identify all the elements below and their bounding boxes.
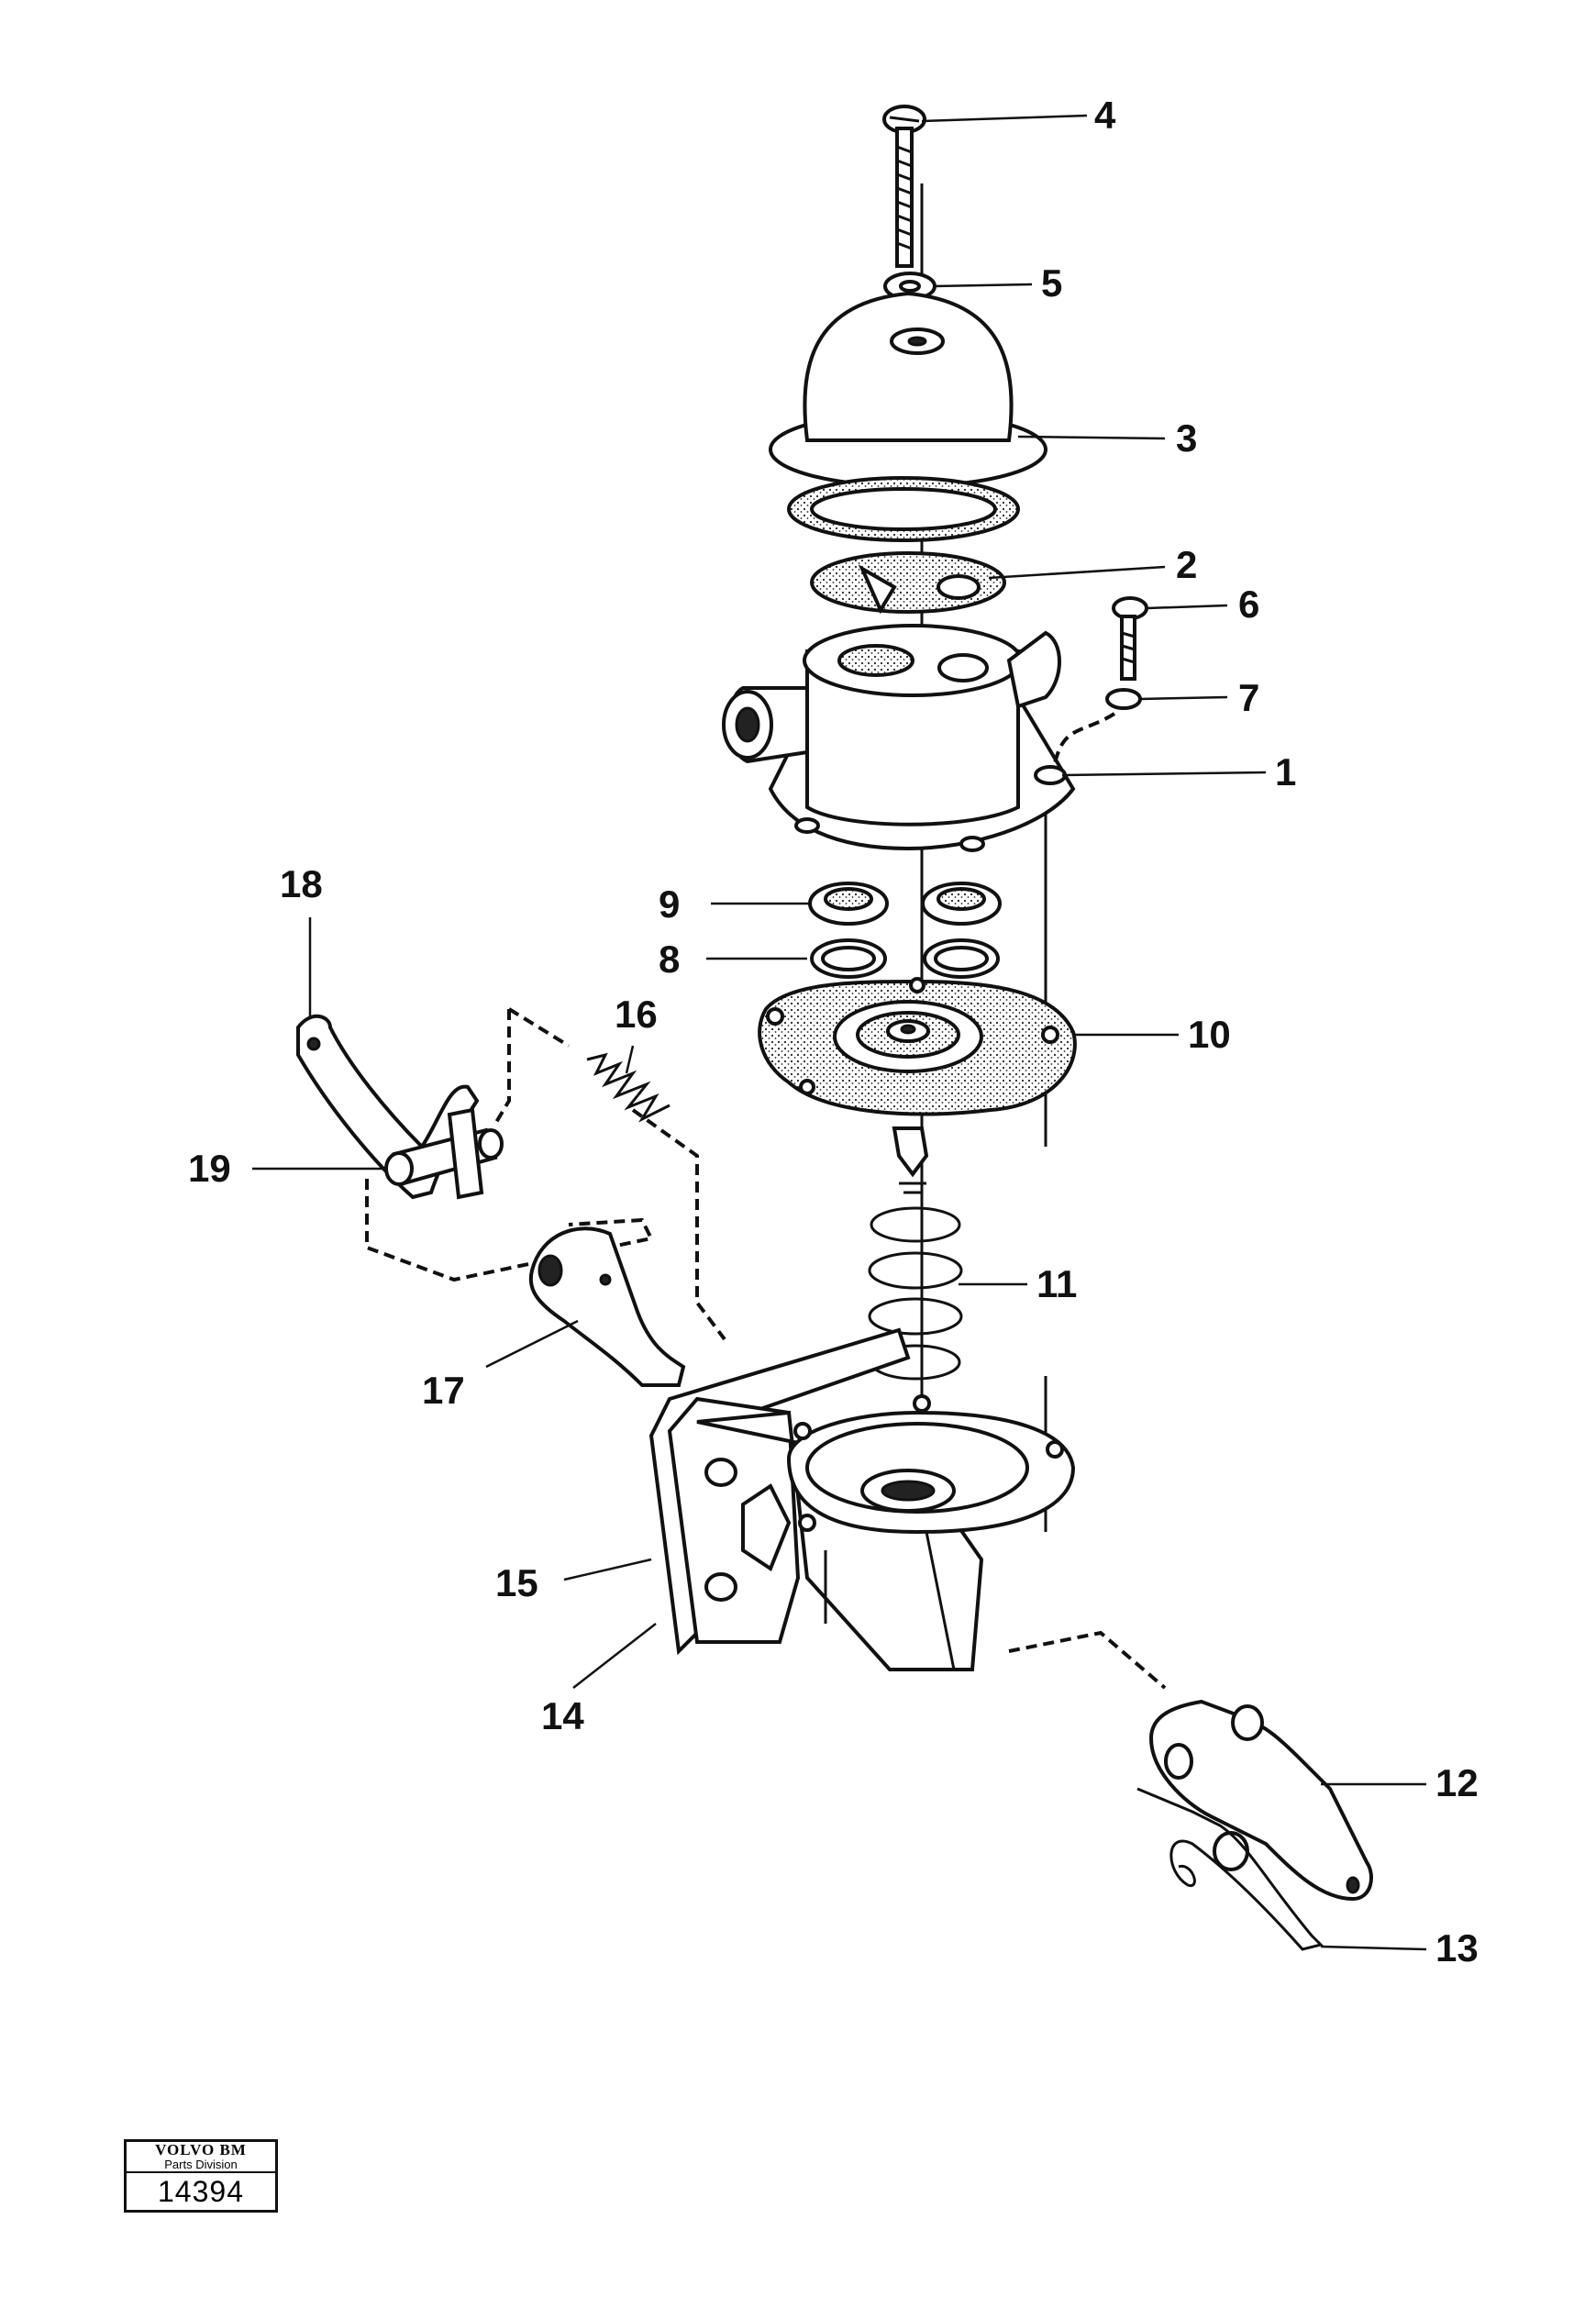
rocker-arm <box>528 1226 686 1387</box>
callout-p7: 7 <box>1238 676 1259 719</box>
pump-cover <box>769 291 1047 488</box>
diaphragm <box>758 977 1077 1194</box>
callout-leaders <box>252 114 1427 1951</box>
figure-number: 14394 <box>158 2175 244 2208</box>
callout-p6: 6 <box>1238 583 1259 626</box>
pump-body <box>648 1327 1076 1671</box>
callout-p3: 3 <box>1176 416 1197 460</box>
filter-screen <box>810 551 1006 615</box>
callout-p17: 17 <box>422 1369 465 1412</box>
lever-spring <box>586 1052 671 1123</box>
retaining-clip <box>1136 1787 1324 1951</box>
badge-brand: VOLVO BM <box>155 2141 247 2158</box>
callout-p10: 10 <box>1188 1013 1231 1056</box>
badge-division: Parts Division <box>127 2158 275 2173</box>
callout-p11: 11 <box>1036 1262 1077 1305</box>
lever-shaft <box>384 1107 504 1200</box>
callout-p4: 4 <box>1094 94 1116 137</box>
valves <box>808 882 1002 926</box>
upper-housing <box>722 624 1076 852</box>
cover-screw <box>882 105 926 268</box>
callout-p14: 14 <box>541 1694 584 1737</box>
callout-p19: 19 <box>188 1147 231 1190</box>
callout-labels: 4 5 3 2 6 7 1 9 8 10 11 12 13 14 15 16 1… <box>188 94 1479 1969</box>
small-washer <box>1105 688 1142 710</box>
callout-p2: 2 <box>1176 543 1197 586</box>
callout-p18: 18 <box>280 862 323 905</box>
callout-p1: 1 <box>1275 750 1296 793</box>
callout-p9: 9 <box>659 882 680 926</box>
callout-p5: 5 <box>1041 261 1062 305</box>
callout-p16: 16 <box>615 993 658 1036</box>
callout-p12: 12 <box>1435 1761 1479 1804</box>
diaphragm-spring <box>868 1206 963 1381</box>
valve-gaskets <box>810 938 1000 979</box>
volvo-bm-badge: VOLVO BM Parts Division 14394 <box>124 2139 278 2213</box>
callout-p13: 13 <box>1435 1926 1479 1969</box>
small-screw <box>1112 596 1148 681</box>
pump-lever <box>1148 1699 1373 1902</box>
callout-p15: 15 <box>495 1561 538 1604</box>
callout-p8: 8 <box>659 938 680 981</box>
